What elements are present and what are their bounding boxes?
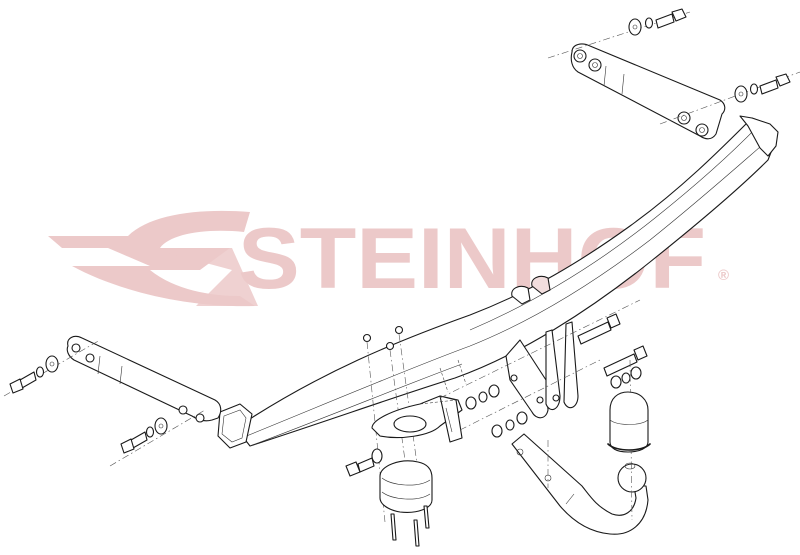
tow-ball (617, 463, 647, 493)
long-mounting-bolt (603, 345, 648, 377)
washer (488, 384, 500, 398)
socket-screw (413, 519, 420, 547)
hitch-mounting-group (439, 299, 648, 438)
washer (610, 375, 622, 389)
main-cross-beam (217, 115, 779, 449)
socket-plate-nut (362, 333, 372, 343)
long-mounting-bolt (577, 313, 621, 345)
electrical-socket (379, 460, 433, 513)
washer (505, 419, 515, 431)
left-side-bracket-arm (3, 335, 222, 467)
watermark-registered-mark: ® (718, 267, 729, 284)
socket-screw (423, 505, 430, 529)
steinhof-logo-s-icon (48, 210, 258, 307)
bracket-nut (695, 123, 709, 137)
nut (630, 366, 642, 380)
right-side-bracket-arm (547, 8, 800, 140)
hitch-mounting-plate (545, 329, 561, 411)
bracket-bolt-left-upper (9, 355, 59, 394)
bracket-bolt-upper-right (628, 8, 687, 36)
bracket-nut (588, 58, 602, 72)
socket-assembly (345, 325, 463, 547)
bracket-bolt-lower-right (734, 73, 791, 103)
beam-clip (531, 275, 551, 295)
socket-plate-nut (394, 325, 404, 335)
tow-ball-neck (511, 359, 649, 535)
nut (465, 396, 477, 410)
hitch-mounting-plate (563, 321, 579, 409)
socket-plate-bolt (345, 448, 383, 477)
socket-screw (390, 513, 397, 541)
beam-clip (511, 285, 531, 305)
bracket-bolt-left-lower (120, 417, 168, 454)
bracket-nut (677, 111, 691, 125)
washer (478, 391, 488, 403)
nut (491, 424, 503, 438)
bracket-nut (573, 49, 587, 63)
tow-ball-cover-cap (607, 391, 651, 453)
washer (621, 372, 631, 384)
washer (516, 411, 528, 425)
socket-plate-nut (385, 341, 395, 351)
